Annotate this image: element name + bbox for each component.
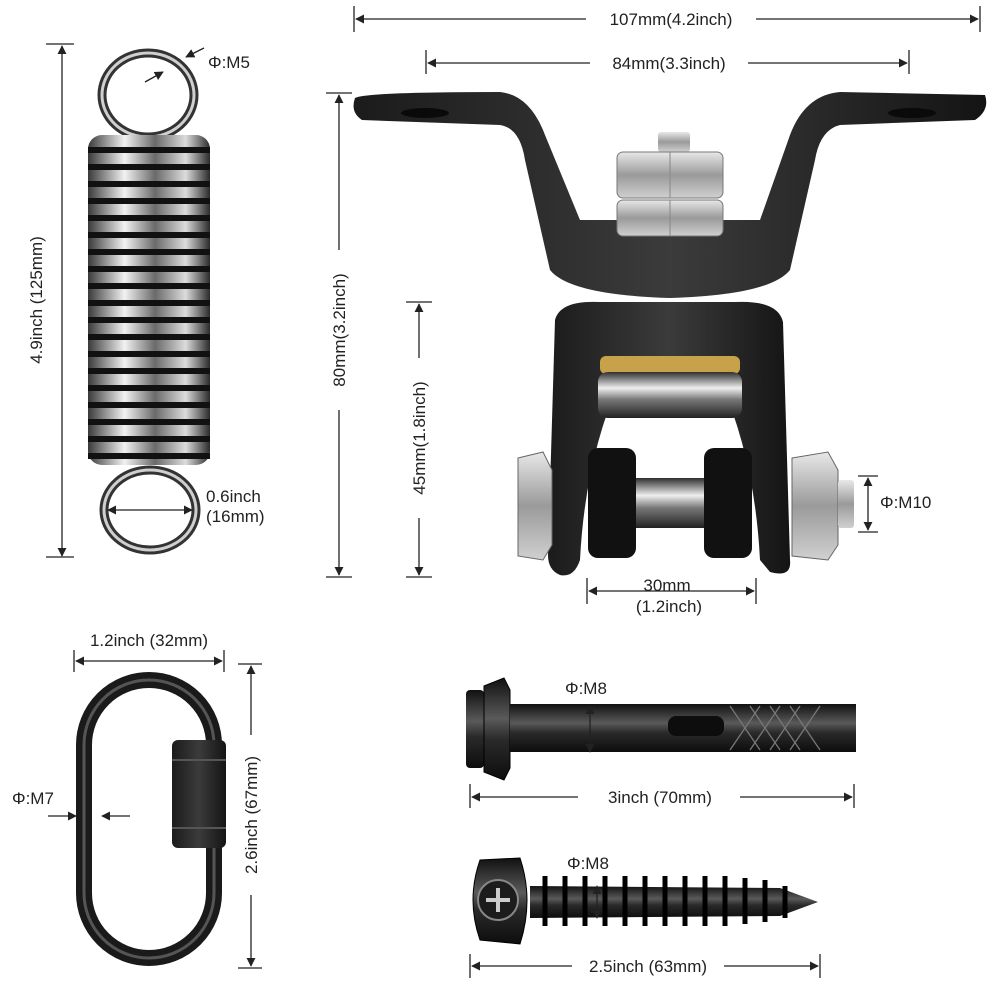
lag-screw-length-dimension: 2.5inch (63mm) [469, 954, 821, 978]
expansion-bolt-diameter-dimension: Φ:M8 [565, 679, 607, 753]
swing-hanger-illustration [353, 92, 987, 576]
spring-eye-mm-label: (16mm) [206, 507, 265, 526]
hanger-hole-spacing-label: 84mm(3.3inch) [612, 54, 725, 73]
spring-eye-dimension: 0.6inch (16mm) [107, 487, 265, 526]
spring-eye-inch-label: 0.6inch [206, 487, 261, 506]
lag-screw-illustration [472, 857, 818, 945]
hanger-total-width-label: 107mm(4.2inch) [610, 10, 733, 29]
quick-link-illustration [76, 672, 226, 966]
expansion-bolt-diameter-label: Φ:M8 [565, 679, 607, 698]
quick-link-width-label: 1.2inch (32mm) [90, 631, 208, 650]
hanger-total-height-dimension: 80mm(3.2inch) [326, 92, 352, 578]
lag-screw-length-label: 2.5inch (63mm) [589, 957, 707, 976]
hanger-swivel-height-dimension: 45mm(1.8inch) [406, 301, 432, 578]
spring-wire-diameter-label: Φ:M5 [208, 53, 250, 72]
hanger-total-width-dimension: 107mm(4.2inch) [353, 6, 981, 32]
spring-length-dimension: 4.9inch (125mm) [27, 43, 74, 558]
spring-wire-diameter-callout: Φ:M5 [144, 47, 250, 83]
expansion-bolt-length-label: 3inch (70mm) [608, 788, 712, 807]
hanger-bolt-diameter-dimension: Φ:M10 [858, 475, 931, 533]
quick-link-width-dimension: 1.2inch (32mm) [73, 631, 225, 672]
quick-link-length-label: 2.6inch (67mm) [242, 756, 261, 874]
hanger-hole-spacing-dimension: 84mm(3.3inch) [425, 50, 910, 74]
hanger-inner-width-dimension: 30mm (1.2inch) [586, 576, 757, 616]
spring-length-label: 4.9inch (125mm) [27, 236, 46, 364]
hanger-inner-width-inch-label: (1.2inch) [636, 597, 702, 616]
spring-illustration [88, 48, 210, 555]
lag-screw-diameter-label: Φ:M8 [567, 854, 609, 873]
hanger-bolt-diameter-label: Φ:M10 [880, 493, 931, 512]
quick-link-length-dimension: 2.6inch (67mm) [238, 663, 262, 969]
quick-link-diameter-dimension: Φ:M7 [12, 789, 130, 821]
hanger-total-height-label: 80mm(3.2inch) [330, 273, 349, 386]
quick-link-diameter-label: Φ:M7 [12, 789, 54, 808]
expansion-bolt-illustration [466, 677, 856, 781]
lag-screw-diameter-dimension: Φ:M8 [567, 854, 609, 919]
hanger-inner-width-mm-label: 30mm [643, 576, 690, 595]
hanger-swivel-height-label: 45mm(1.8inch) [410, 381, 429, 494]
expansion-bolt-length-dimension: 3inch (70mm) [469, 784, 855, 808]
